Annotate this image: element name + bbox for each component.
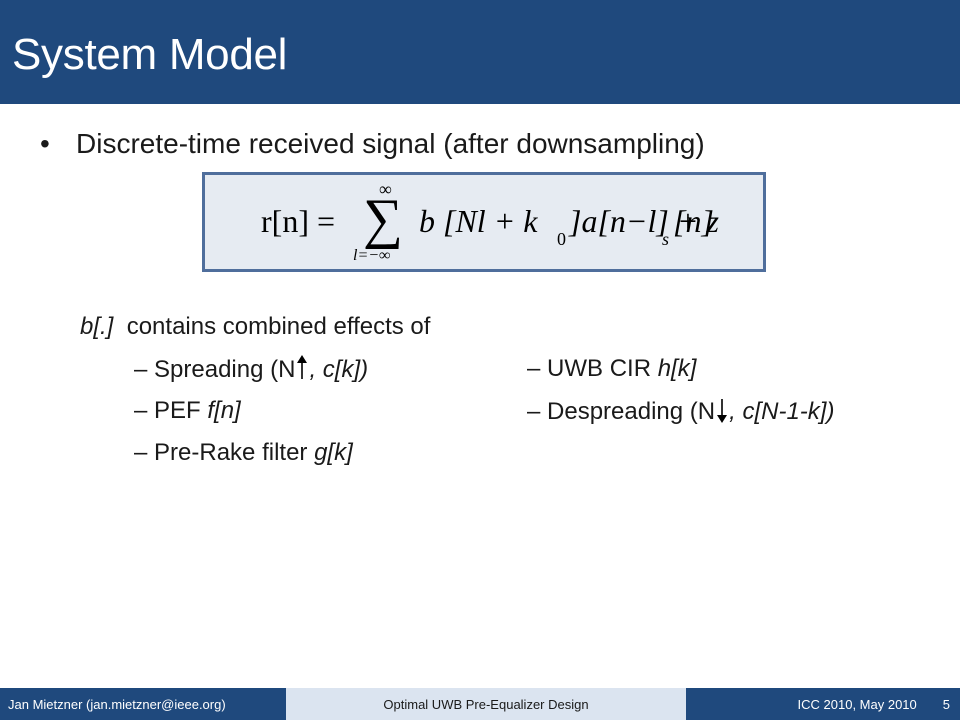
item-uwb-cir: – UWB CIR h[k] (527, 355, 696, 383)
footer-venue: ICC 2010, May 2010 (797, 696, 917, 712)
down-arrow-icon (715, 397, 729, 423)
eq-sum-bottom: l=−∞ (353, 247, 391, 264)
eq-term1: b [Nl + k (419, 203, 538, 239)
item-dash: – (134, 356, 148, 383)
intro-text: contains combined effects of (126, 313, 431, 340)
item-despreading: – Despreading (N , c[N-1-k]) (527, 397, 834, 426)
slide-title: System Model (12, 30, 288, 79)
eq-term2-end: [n] (673, 203, 714, 239)
equation-box: r[n] = ∞ ∑ l=−∞ b [Nl + k 0 ]a[n−l] + z … (202, 172, 766, 272)
intro-var: b[.] (80, 313, 114, 340)
item-label: Pre-Rake filter (154, 439, 315, 466)
up-arrow-icon (295, 355, 309, 381)
item-prerake: – Pre-Rake filter g[k] (134, 439, 353, 467)
item-rest: , c[N-1-k]) (729, 398, 835, 425)
footer-author: Jan Mietzner (jan.mietzner@ieee.org) (0, 688, 286, 720)
item-rest: , c[k]) (309, 356, 369, 383)
item-label: PEF (154, 397, 208, 424)
item-pef: – PEF f[n] (134, 397, 241, 425)
title-bar: System Model (0, 0, 960, 104)
bullet-marker: • (40, 128, 50, 159)
footer-right: ICC 2010, May 2010 5 (686, 688, 960, 720)
item-label: Despreading (N (547, 398, 716, 425)
item-spreading: – Spreading (N , c[k]) (134, 355, 368, 384)
footer-talk-title: Optimal UWB Pre-Equalizer Design (286, 688, 686, 720)
footer: Jan Mietzner (jan.mietzner@ieee.org) Opt… (0, 688, 960, 720)
eq-term1-sub: 0 (557, 229, 566, 249)
item-dash: – (527, 355, 541, 382)
eq-term1-end: ]a[n−l] + z (569, 203, 719, 239)
eq-term2-sub: s (662, 229, 670, 249)
eq-sum-symbol: ∑ (363, 188, 403, 250)
item-label: UWB CIR (547, 355, 658, 382)
item-dash: – (527, 398, 541, 425)
bullet-text: Discrete-time received signal (after dow… (76, 128, 705, 159)
item-label: Spreading (N (154, 356, 296, 383)
item-var: f[n] (207, 397, 241, 424)
item-dash: – (134, 397, 148, 424)
item-dash: – (134, 439, 148, 466)
page-number: 5 (942, 696, 950, 712)
item-var: h[k] (657, 355, 697, 382)
item-var: g[k] (314, 439, 353, 466)
intro-line: b[.] contains combined effects of (80, 313, 430, 341)
equation: r[n] = ∞ ∑ l=−∞ b [Nl + k 0 ]a[n−l] + z … (205, 175, 763, 269)
eq-lhs: r[n] = (261, 203, 336, 239)
eq-sum-top: ∞ (379, 179, 392, 199)
